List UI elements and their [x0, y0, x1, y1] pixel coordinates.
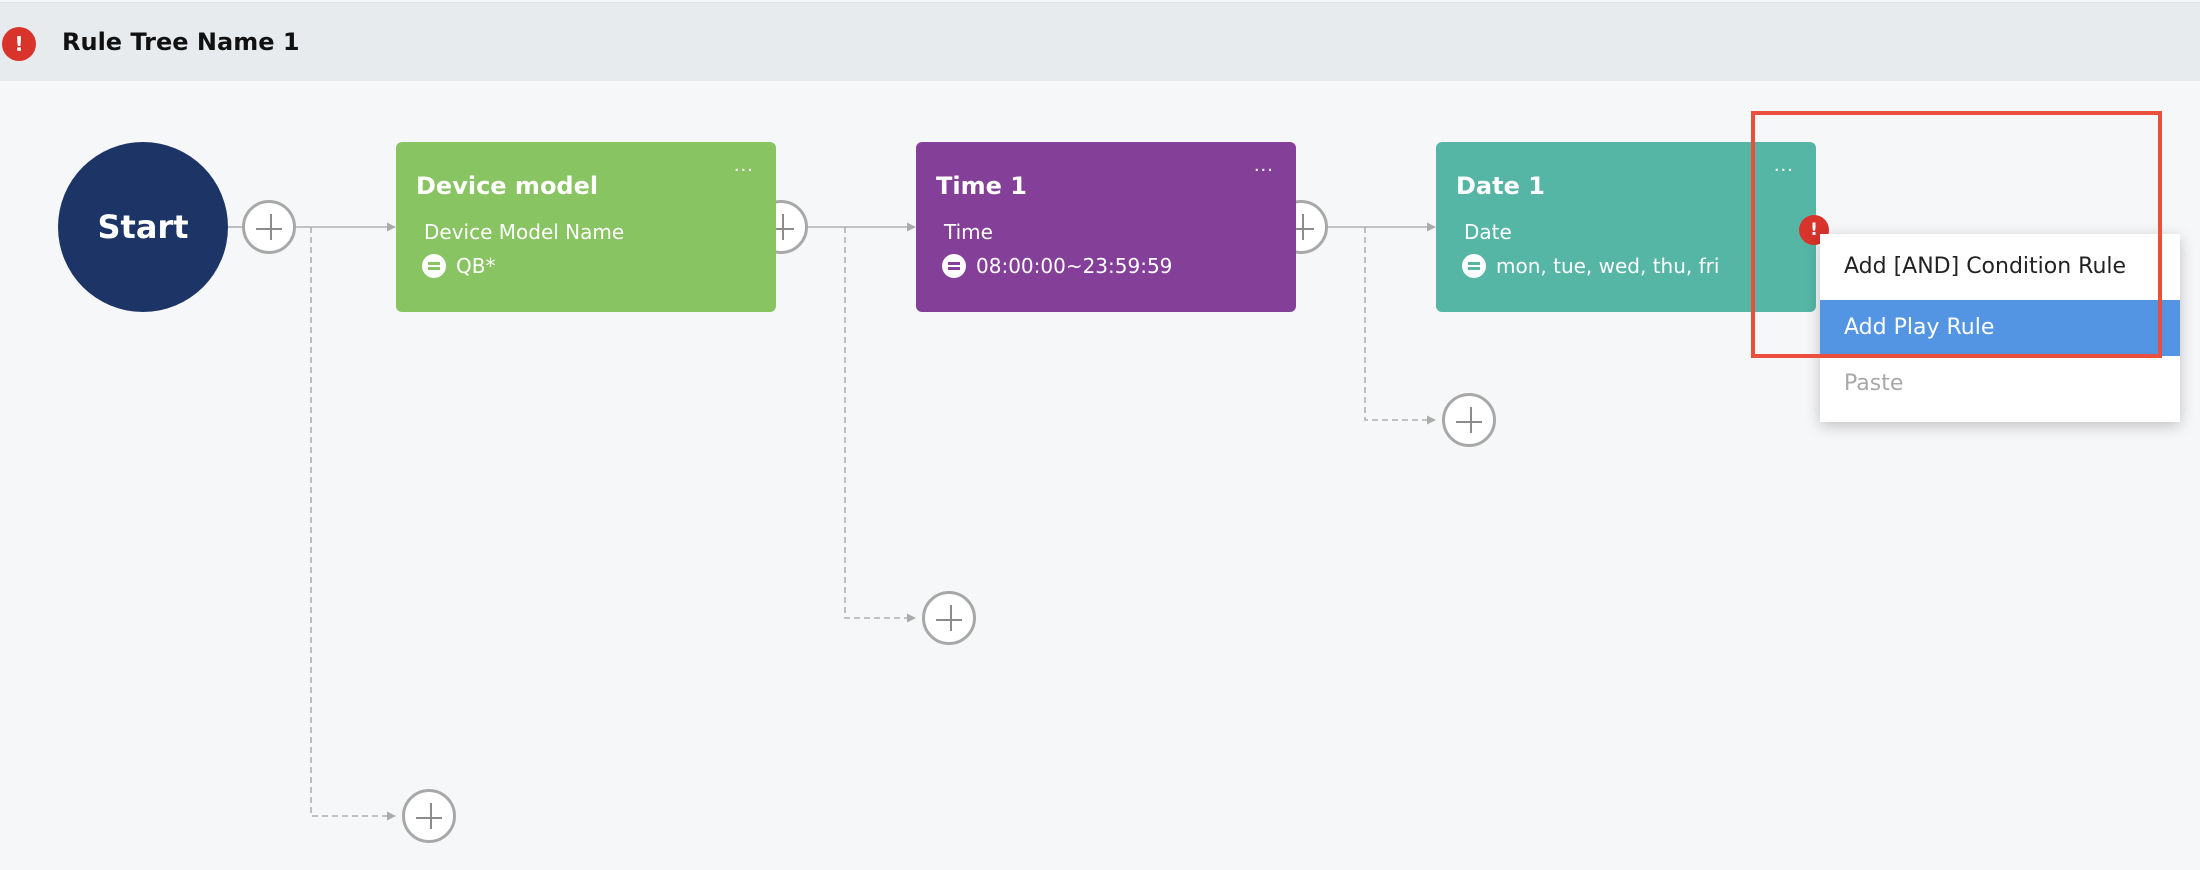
- rule-node-time[interactable]: Time 1 ··· Time 08:00:00~23:59:59: [916, 142, 1296, 312]
- menu-item-paste[interactable]: Paste: [1844, 371, 1904, 396]
- menu-item-add-play-rule[interactable]: Add Play Rule: [1820, 300, 2180, 356]
- add-branch-button-start[interactable]: [402, 789, 456, 843]
- more-options-icon[interactable]: ···: [1253, 160, 1274, 181]
- rule-node-title: Device model: [416, 172, 599, 200]
- add-branch-button-device-model[interactable]: [922, 591, 976, 645]
- add-branch-button-time[interactable]: [1442, 393, 1496, 447]
- more-options-icon[interactable]: ···: [1773, 160, 1794, 181]
- rule-node-value: mon, tue, wed, thu, fri: [1496, 254, 1720, 278]
- highlight-annotation-box: [1751, 111, 2162, 358]
- rule-tree-header: ! Rule Tree Name 1: [0, 2, 2200, 81]
- rule-node-field: Date: [1464, 220, 1512, 244]
- rule-node-device-model[interactable]: Device model ··· Device Model Name QB*: [396, 142, 776, 312]
- rule-node-title: Date 1: [1456, 172, 1545, 200]
- context-menu: Add [AND] Condition Rule Add Play Rule P…: [1820, 234, 2180, 422]
- rule-node-condition: mon, tue, wed, thu, fri: [1462, 254, 1719, 278]
- rule-node-condition: 08:00:00~23:59:59: [942, 254, 1172, 278]
- equals-icon: [422, 254, 446, 278]
- equals-icon: [942, 254, 966, 278]
- start-node[interactable]: Start: [58, 142, 228, 312]
- equals-icon: [1462, 254, 1486, 278]
- more-options-icon[interactable]: ···: [733, 160, 754, 181]
- rule-node-condition: QB*: [422, 254, 495, 278]
- rule-node-title: Time 1: [936, 172, 1027, 200]
- rule-node-value: 08:00:00~23:59:59: [976, 254, 1173, 278]
- add-rule-button-after-start[interactable]: [242, 200, 296, 254]
- rule-node-value: QB*: [456, 254, 496, 278]
- rule-tree-title: Rule Tree Name 1: [62, 28, 300, 56]
- rule-node-field: Device Model Name: [424, 220, 625, 244]
- error-icon: !: [2, 27, 36, 61]
- rule-node-field: Time: [944, 220, 993, 244]
- menu-item-add-and-condition-rule[interactable]: Add [AND] Condition Rule: [1844, 254, 2127, 279]
